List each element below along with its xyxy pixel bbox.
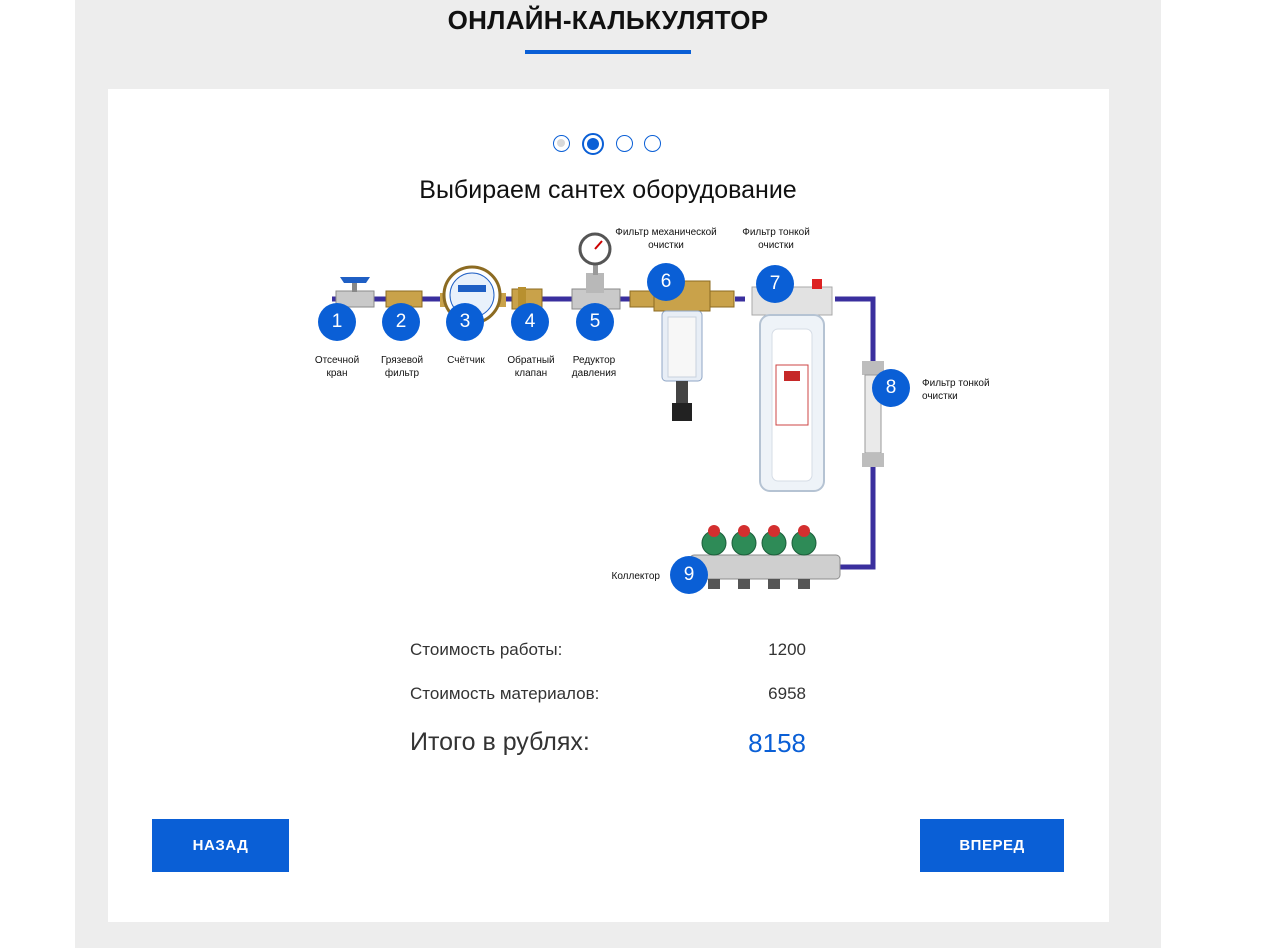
work-cost-value: 1200 <box>768 640 806 659</box>
calculator-card <box>108 89 1109 922</box>
marker-5[interactable]: 5 <box>576 303 614 341</box>
materials-cost-label: Стоимость материалов: <box>410 684 600 703</box>
label-2: Грязевой фильтр <box>380 355 424 379</box>
back-button[interactable]: НАЗАД <box>152 819 289 872</box>
materials-cost-row: Стоимость материалов: 6958 <box>410 684 806 704</box>
marker-7[interactable]: 7 <box>756 265 794 303</box>
plumbing-scheme-illustration <box>332 232 884 589</box>
next-button[interactable]: ВПЕРЕД <box>920 819 1064 872</box>
label-5: Редуктор давления <box>571 355 617 379</box>
step-dot-3[interactable] <box>616 135 633 152</box>
mechanical-filter-icon <box>629 280 735 421</box>
page-title: ОНЛАЙН-КАЛЬКУЛЯТОР <box>447 5 769 35</box>
work-cost-row: Стоимость работы: 1200 <box>410 640 806 660</box>
total-value: 8158 <box>748 728 806 758</box>
step-dot-4[interactable] <box>644 135 661 152</box>
label-7: Фильтр тонкой очистки <box>742 227 810 251</box>
marker-2[interactable]: 2 <box>382 303 420 341</box>
materials-cost-value: 6958 <box>768 684 806 703</box>
shutoff-valve-icon <box>335 277 375 308</box>
plumbing-diagram: 1 2 3 4 5 6 7 8 9 Отсечной кран Грязевой… <box>300 225 1020 605</box>
marker-1[interactable]: 1 <box>318 303 356 341</box>
label-1: Отсечной кран <box>314 355 360 379</box>
label-8: Фильтр тонкой очистки <box>922 378 990 402</box>
collector-icon <box>689 525 841 589</box>
title-underline <box>525 50 691 54</box>
fine-filter-flask-icon <box>751 279 833 492</box>
marker-6[interactable]: 6 <box>647 263 685 301</box>
total-row: Итого в рублях: 8158 <box>410 728 806 758</box>
label-6: Фильтр механической очистки <box>615 227 717 251</box>
step-dot-2[interactable] <box>582 133 604 155</box>
marker-9[interactable]: 9 <box>670 556 708 594</box>
marker-4[interactable]: 4 <box>511 303 549 341</box>
step-dot-1[interactable] <box>553 135 570 152</box>
label-4: Обратный клапан <box>507 355 555 379</box>
total-label: Итого в рублях: <box>410 728 590 756</box>
label-9: Коллектор <box>611 571 660 582</box>
label-3: Счётчик <box>447 355 485 366</box>
step-title: Выбираем сантех оборудование <box>419 176 797 204</box>
marker-8[interactable]: 8 <box>872 369 910 407</box>
marker-3[interactable]: 3 <box>446 303 484 341</box>
work-cost-label: Стоимость работы: <box>410 640 563 659</box>
